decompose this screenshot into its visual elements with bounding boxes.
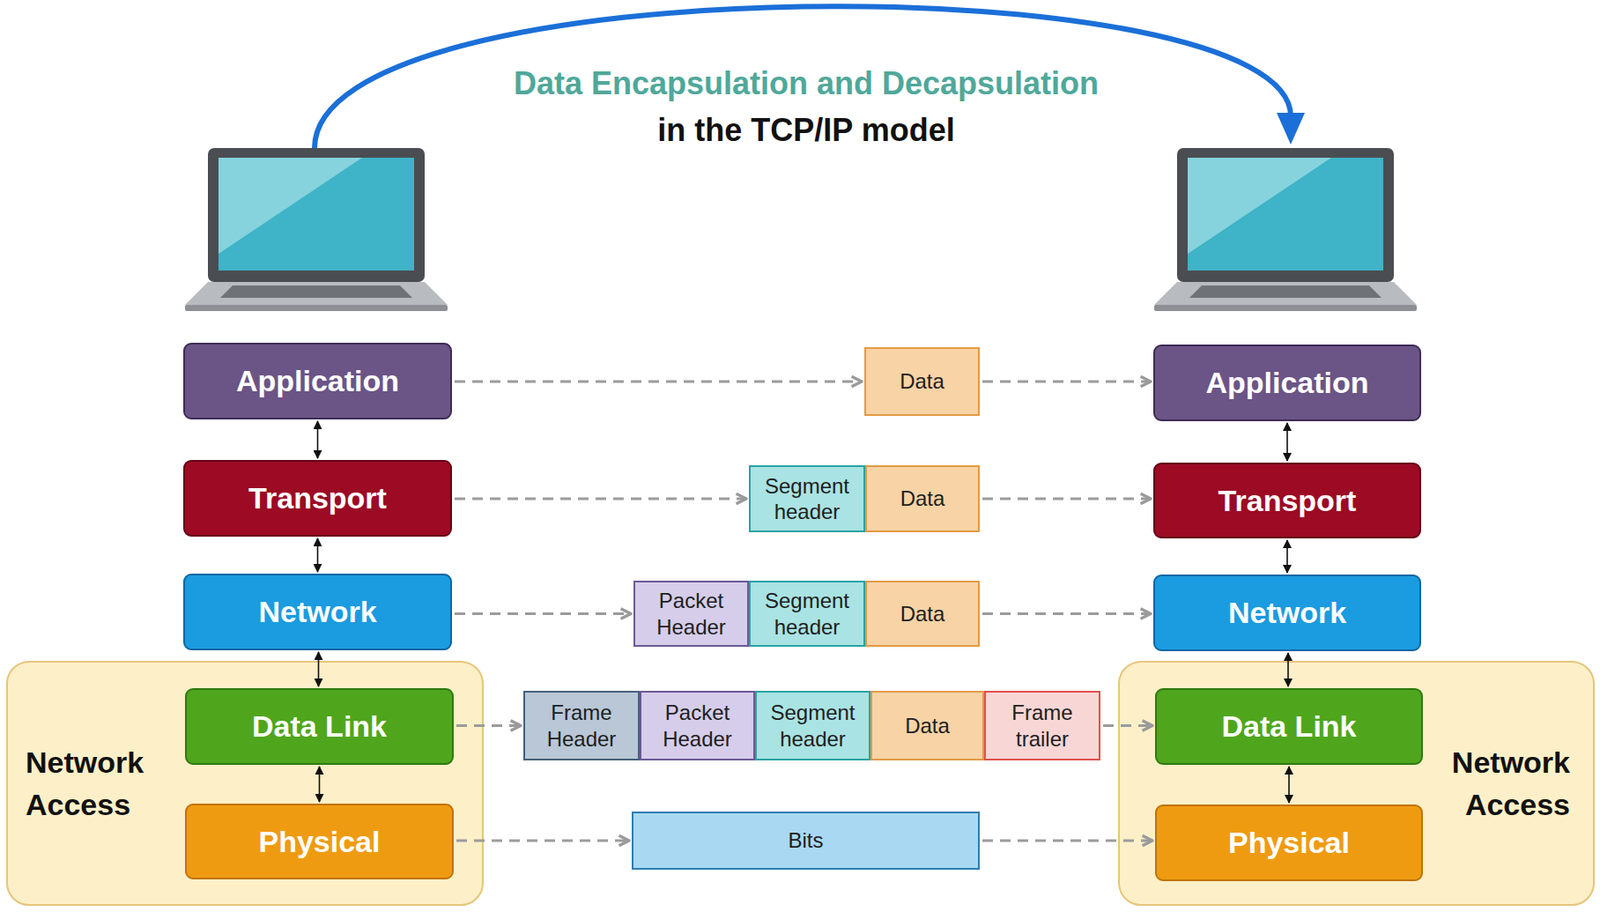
cell-label: Data (904, 712, 950, 739)
cell-label: Bits (787, 827, 823, 853)
layer-label: Data Link (251, 709, 387, 744)
layer-arrow (1287, 652, 1289, 687)
laptop-bezel (1177, 148, 1394, 282)
data-cell: Bits (631, 811, 980, 870)
data-cell: Segment header (755, 690, 871, 761)
group-box: Network Access Data LinkPhysical (1118, 660, 1595, 906)
flow-arrow (982, 380, 1151, 384)
group-label: Network Access (1424, 741, 1571, 826)
laptop-icon (185, 148, 448, 312)
layer-arrow (318, 766, 321, 802)
laptop-glare (1187, 157, 1332, 254)
diagram-title: Data Encapsulation and Decapsulation (365, 65, 1247, 103)
data-cell: Packet Header (639, 690, 756, 761)
layer-box: Data Link (1155, 688, 1423, 765)
layer-label: Network (258, 594, 377, 630)
laptop-keys (1189, 285, 1382, 298)
layer-box: Physical (1155, 804, 1423, 882)
layer-box: Network (183, 573, 452, 651)
data-cell: Packet Header (633, 580, 749, 647)
layer-label: Network (1228, 595, 1347, 630)
subtitle: in the TCP/IP model (365, 111, 1247, 149)
flow-arc (314, 6, 1291, 149)
flow-arrow (454, 497, 747, 501)
layer-label: Physical (1228, 825, 1350, 860)
layer-arrow (318, 651, 320, 687)
layer-label: Application (236, 363, 400, 399)
data-cell: Data (865, 580, 980, 647)
laptop-deck (1154, 281, 1417, 305)
flow-arrow (456, 724, 521, 727)
cell-label: Packet Header (646, 699, 749, 752)
data-cell: Segment header (748, 465, 866, 533)
laptop-base (185, 304, 448, 312)
flow-arrow (982, 612, 1151, 615)
flow-arc-head (1276, 112, 1305, 145)
laptop-glare (218, 157, 363, 254)
cell-label: Packet Header (640, 587, 742, 640)
flow-arrow (982, 839, 1153, 843)
data-cell: Frame Header (523, 690, 640, 761)
layer-label: Transport (248, 481, 387, 516)
data-cell: Data (864, 347, 980, 416)
cell-label: Data (900, 600, 946, 627)
cell-label: Data (899, 368, 945, 394)
data-cell: Data (865, 465, 980, 533)
layer-label: Data Link (1221, 709, 1356, 744)
group-box: Network Access Data LinkPhysical (6, 660, 484, 906)
flow-arrow (456, 839, 630, 843)
layer-arrow (317, 421, 319, 459)
cell-label: Frame trailer (991, 699, 1094, 752)
laptop-icon (1154, 148, 1417, 312)
laptop-screen (218, 157, 415, 271)
cell-label: Segment header (755, 473, 859, 526)
layer-label: Transport (1218, 483, 1357, 519)
layer-box: Network (1153, 574, 1422, 652)
layer-box: Transport (183, 459, 452, 537)
group-label: Network Access (25, 741, 171, 826)
cell-label: Frame Header (530, 699, 633, 752)
layer-box: Application (183, 342, 452, 420)
layer-arrow (317, 538, 319, 572)
cell-label: Segment header (755, 587, 859, 640)
laptop-base (1154, 304, 1417, 312)
laptop-bezel (207, 148, 425, 282)
layer-box: Application (1153, 344, 1422, 422)
layer-box: Data Link (185, 688, 454, 765)
laptop-keys (220, 285, 413, 298)
layer-box: Transport (1153, 462, 1422, 539)
layer-arrow (1288, 766, 1290, 803)
flow-arrow (454, 380, 862, 384)
data-cell: Frame trailer (984, 690, 1101, 761)
laptop-deck (185, 281, 448, 305)
layer-arrow (1286, 540, 1289, 573)
flow-arrow (1103, 724, 1153, 727)
flow-arrow (982, 497, 1151, 501)
laptop-screen (1187, 157, 1384, 271)
flow-arrow (454, 612, 631, 615)
data-cell: Data (870, 690, 985, 761)
cell-label: Data (900, 485, 946, 512)
layer-label: Physical (259, 824, 381, 860)
layer-box: Physical (185, 803, 454, 880)
layer-arrow (1286, 422, 1289, 461)
data-cell: Segment header (748, 580, 866, 647)
cell-label: Segment header (762, 699, 864, 752)
layer-label: Application (1205, 365, 1369, 400)
